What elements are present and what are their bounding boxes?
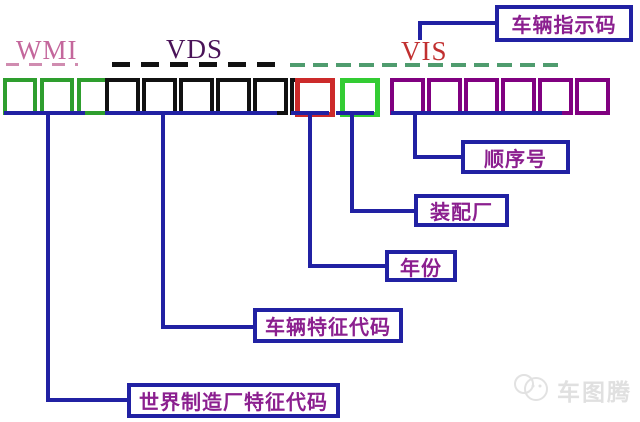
vds-connector-horizontal (161, 325, 257, 329)
shape-segment (257, 62, 275, 67)
shape-segment (253, 78, 288, 115)
shape-segment (538, 78, 573, 115)
wmi-dashed-line (6, 63, 78, 66)
shape-segment (543, 63, 558, 67)
shape-segment (141, 62, 159, 67)
vds-title: VDS (166, 34, 224, 64)
shape-segment (520, 63, 535, 67)
plant-connector-horizontal (350, 209, 418, 213)
shape-segment (359, 63, 374, 67)
sequence-connector-horizontal (413, 155, 465, 159)
assembly-plant-label: 装配厂 (414, 194, 509, 227)
sequence-connector-vertical (413, 111, 417, 159)
shape-segment (216, 78, 251, 115)
shape-segment (170, 62, 188, 67)
shape-segment (199, 62, 217, 67)
watermark-text: 车图腾 (557, 378, 632, 405)
year-connector-horizontal (308, 264, 389, 268)
plant-connector-vertical (350, 111, 354, 213)
shape-segment (179, 78, 214, 115)
shape-segment (474, 63, 489, 67)
year-label: 年份 (385, 250, 457, 282)
shape-segment (427, 78, 462, 115)
shape-segment (575, 78, 610, 115)
vds-dashed-line (112, 62, 275, 67)
vehicle-indicator-label: 车辆指示码 (495, 5, 633, 42)
vis-dashed-line (290, 63, 558, 67)
sequence-underline (391, 111, 562, 115)
vis-connector-horizontal (418, 21, 497, 25)
shape-segment (428, 63, 443, 67)
shape-segment (228, 62, 246, 67)
shape-segment (336, 63, 351, 67)
wmi-boxes (3, 78, 111, 115)
shape-segment (75, 63, 78, 66)
shape-segment (3, 78, 37, 115)
wmi-title: WMI (16, 35, 78, 65)
shape-segment (290, 63, 305, 67)
world-manufacturer-label: 世界制造厂特征代码 (127, 383, 340, 418)
shape-segment (29, 63, 42, 66)
shape-segment (497, 63, 512, 67)
vis-title: VIS (401, 36, 448, 66)
wmi-connector-vertical (46, 111, 50, 402)
shape-segment (112, 62, 130, 67)
shape-segment (464, 78, 499, 115)
wmi-connector-horizontal (46, 398, 131, 402)
watermark: 车图腾 (511, 371, 632, 408)
sequence-number-label: 顺序号 (461, 140, 570, 174)
plant-underline (336, 111, 374, 115)
chat-bubbles-logo-icon (511, 371, 551, 408)
year-connector-vertical (308, 111, 312, 268)
shape-segment (405, 63, 420, 67)
vds-boxes (105, 78, 325, 115)
vehicle-descriptor-label: 车辆特征代码 (253, 308, 403, 343)
shape-segment (6, 63, 19, 66)
shape-segment (501, 78, 536, 115)
shape-segment (382, 63, 397, 67)
shape-segment (313, 63, 328, 67)
vds-underline (105, 111, 277, 115)
shape-segment (142, 78, 177, 115)
shape-segment (390, 78, 425, 115)
vds-connector-vertical (161, 111, 165, 329)
shape-segment (105, 78, 140, 115)
shape-segment (40, 78, 74, 115)
vis-connector-vertical (418, 21, 422, 40)
shape-segment (52, 63, 65, 66)
sequence-number-boxes (390, 78, 610, 115)
shape-segment (451, 63, 466, 67)
wmi-underline (4, 111, 85, 115)
